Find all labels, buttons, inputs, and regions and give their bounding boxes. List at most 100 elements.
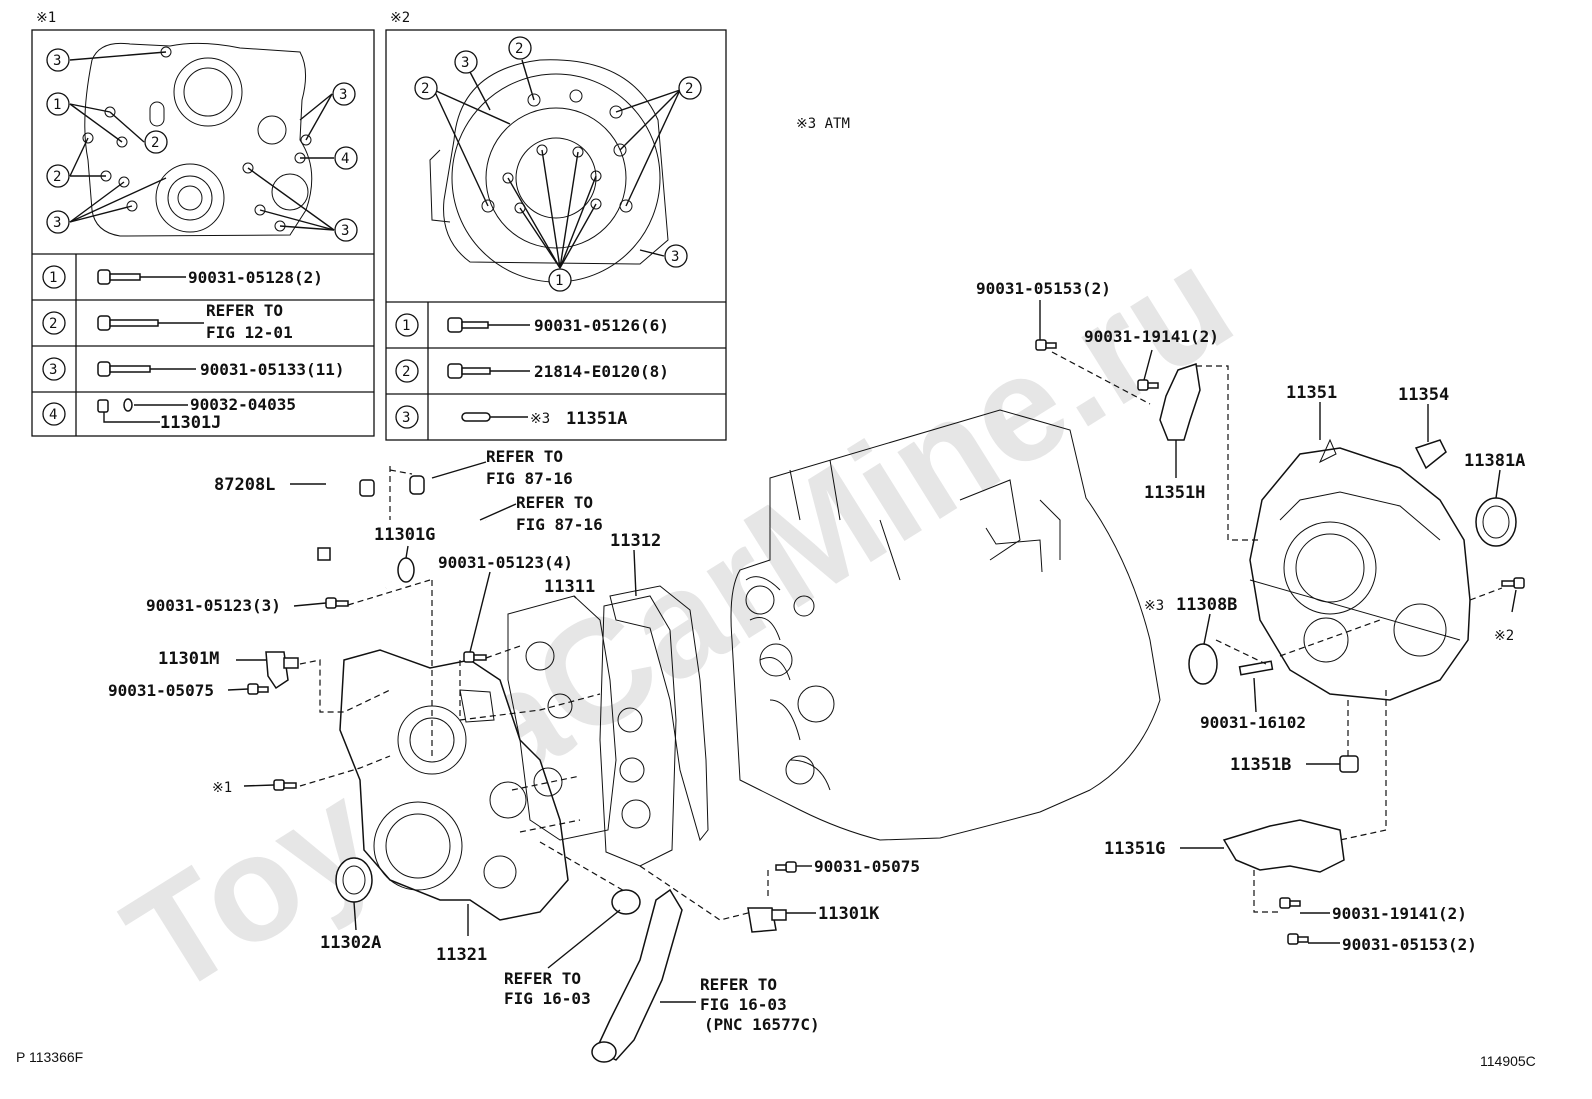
svg-text:2: 2 xyxy=(421,81,429,97)
label-87208L: 87208L xyxy=(214,475,275,495)
engine-block xyxy=(730,409,1161,841)
svg-text:11301J: 11301J xyxy=(160,413,221,433)
svg-text:1: 1 xyxy=(555,273,563,289)
svg-text:4: 4 xyxy=(49,407,57,423)
svg-text:3: 3 xyxy=(339,87,347,103)
svg-text:※3: ※3 xyxy=(530,411,550,427)
svg-text:REFER TO: REFER TO xyxy=(516,493,593,512)
label-11302A: 11302A xyxy=(320,933,381,953)
svg-text:2: 2 xyxy=(515,41,523,57)
label-11308B: 11308B xyxy=(1176,595,1237,615)
svg-text:90032-04035: 90032-04035 xyxy=(190,395,296,414)
svg-text:3: 3 xyxy=(341,223,349,239)
label-11351H: 11351H xyxy=(1144,483,1205,503)
panel2-mark: ※2 xyxy=(390,10,410,26)
label-11381A: 11381A xyxy=(1464,451,1525,471)
detail-panel-2: ※2 2 3 2 2 xyxy=(385,10,727,441)
label-11354: 11354 xyxy=(1398,385,1449,405)
svg-text:(PNC 16577C): (PNC 16577C) xyxy=(704,1015,820,1034)
panel1-callouts: 3 1 2 2 3 3 4 3 xyxy=(46,48,358,242)
svg-text:2: 2 xyxy=(49,316,57,332)
bolt-icon xyxy=(1035,339,1057,351)
pin-icon xyxy=(461,412,491,422)
bolt-icon xyxy=(1279,897,1301,909)
panel1-cover-sketch xyxy=(82,42,313,237)
svg-text:1: 1 xyxy=(402,318,410,334)
bolt-icon xyxy=(775,861,797,873)
page-code-right: 114905C xyxy=(1480,1053,1536,1069)
part-labels: 87208L REFER TO FIG 87-16 REFER TO FIG 8… xyxy=(108,279,1525,1034)
svg-text:REFER TO: REFER TO xyxy=(486,447,563,466)
svg-text:REFER TO: REFER TO xyxy=(206,301,283,320)
leader-lines xyxy=(227,300,1517,1003)
bolt-icon xyxy=(463,651,487,663)
bolt-icon xyxy=(97,269,141,285)
svg-text:3: 3 xyxy=(461,55,469,71)
svg-text:90031-05153(2): 90031-05153(2) xyxy=(976,279,1111,298)
label-11301K: 11301K xyxy=(818,904,880,924)
svg-text:4: 4 xyxy=(341,151,349,167)
atm-note: ※3 ATM xyxy=(796,116,850,132)
label-11351B: 11351B xyxy=(1230,755,1291,775)
bolt-icon xyxy=(1501,577,1525,589)
detail-panel-1: ※1 3 xyxy=(31,10,375,437)
label-11311: 11311 xyxy=(544,577,595,597)
panel2-callouts: 2 3 2 2 3 1 xyxy=(414,36,702,292)
bolt-icon xyxy=(1287,933,1309,945)
bolt-icon xyxy=(447,317,489,333)
svg-text:※1: ※1 xyxy=(212,780,232,796)
panel1-legend: 1 2 3 4 90031-05128(2) REFER TO FIG 12-0… xyxy=(42,265,345,433)
flywheel-housing-assembly xyxy=(747,339,1525,945)
svg-text:2: 2 xyxy=(685,81,693,97)
svg-text:90031-05075: 90031-05075 xyxy=(814,857,920,876)
bolt-icon xyxy=(97,315,159,331)
page-code-left: P 113366F xyxy=(16,1049,83,1065)
bolt-icon xyxy=(1137,379,1159,391)
svg-text:90031-05123(4): 90031-05123(4) xyxy=(438,553,573,572)
panel2-legend: 1 2 3 90031-05126(6) 21814-E0120(8) ※3 1… xyxy=(395,313,669,429)
svg-text:2: 2 xyxy=(151,135,159,151)
svg-text:3: 3 xyxy=(49,362,57,378)
bolt-icon xyxy=(97,361,151,377)
svg-text:90031-05126(6): 90031-05126(6) xyxy=(534,316,669,335)
svg-text:REFER TO: REFER TO xyxy=(504,969,581,988)
bolt-icon xyxy=(325,597,349,609)
svg-text:3: 3 xyxy=(671,249,679,265)
panel1-mark: ※1 xyxy=(36,10,56,26)
svg-text:1: 1 xyxy=(53,97,61,113)
svg-text:90031-05133(11): 90031-05133(11) xyxy=(200,360,345,379)
bolt-icon xyxy=(247,683,269,695)
svg-text:FIG 16-03: FIG 16-03 xyxy=(700,995,787,1014)
svg-text:90031-05123(3): 90031-05123(3) xyxy=(146,596,281,615)
svg-text:90031-05075: 90031-05075 xyxy=(108,681,214,700)
svg-text:※3: ※3 xyxy=(1144,598,1164,614)
svg-text:90031-19141(2): 90031-19141(2) xyxy=(1084,327,1219,346)
svg-text:FIG 87-16: FIG 87-16 xyxy=(486,469,573,488)
panel1-row1-text: 90031-05128(2) xyxy=(188,268,323,287)
bolt-icon xyxy=(447,363,491,379)
svg-text:21814-E0120(8): 21814-E0120(8) xyxy=(534,362,669,381)
timing-cover-assembly xyxy=(247,466,769,1063)
svg-text:90031-16102: 90031-16102 xyxy=(1200,713,1306,732)
svg-text:90031-05153(2): 90031-05153(2) xyxy=(1342,935,1477,954)
svg-text:1: 1 xyxy=(49,270,57,286)
stud-icon xyxy=(97,398,133,413)
svg-text:FIG 16-03: FIG 16-03 xyxy=(504,989,591,1008)
svg-text:2: 2 xyxy=(402,364,410,380)
label-11321: 11321 xyxy=(436,945,487,965)
svg-text:※2: ※2 xyxy=(1494,628,1514,644)
label-11301G: 11301G xyxy=(374,525,435,545)
svg-text:FIG 12-01: FIG 12-01 xyxy=(206,323,293,342)
svg-text:3: 3 xyxy=(402,410,410,426)
svg-text:3: 3 xyxy=(53,215,61,231)
svg-text:11351A: 11351A xyxy=(566,409,627,429)
label-11301M: 11301M xyxy=(158,649,219,669)
label-11351: 11351 xyxy=(1286,383,1337,403)
svg-text:REFER TO: REFER TO xyxy=(700,975,777,994)
label-11312: 11312 xyxy=(610,531,661,551)
svg-text:2: 2 xyxy=(53,169,61,185)
label-11351G: 11351G xyxy=(1104,839,1165,859)
svg-text:90031-19141(2): 90031-19141(2) xyxy=(1332,904,1467,923)
svg-text:FIG 87-16: FIG 87-16 xyxy=(516,515,603,534)
